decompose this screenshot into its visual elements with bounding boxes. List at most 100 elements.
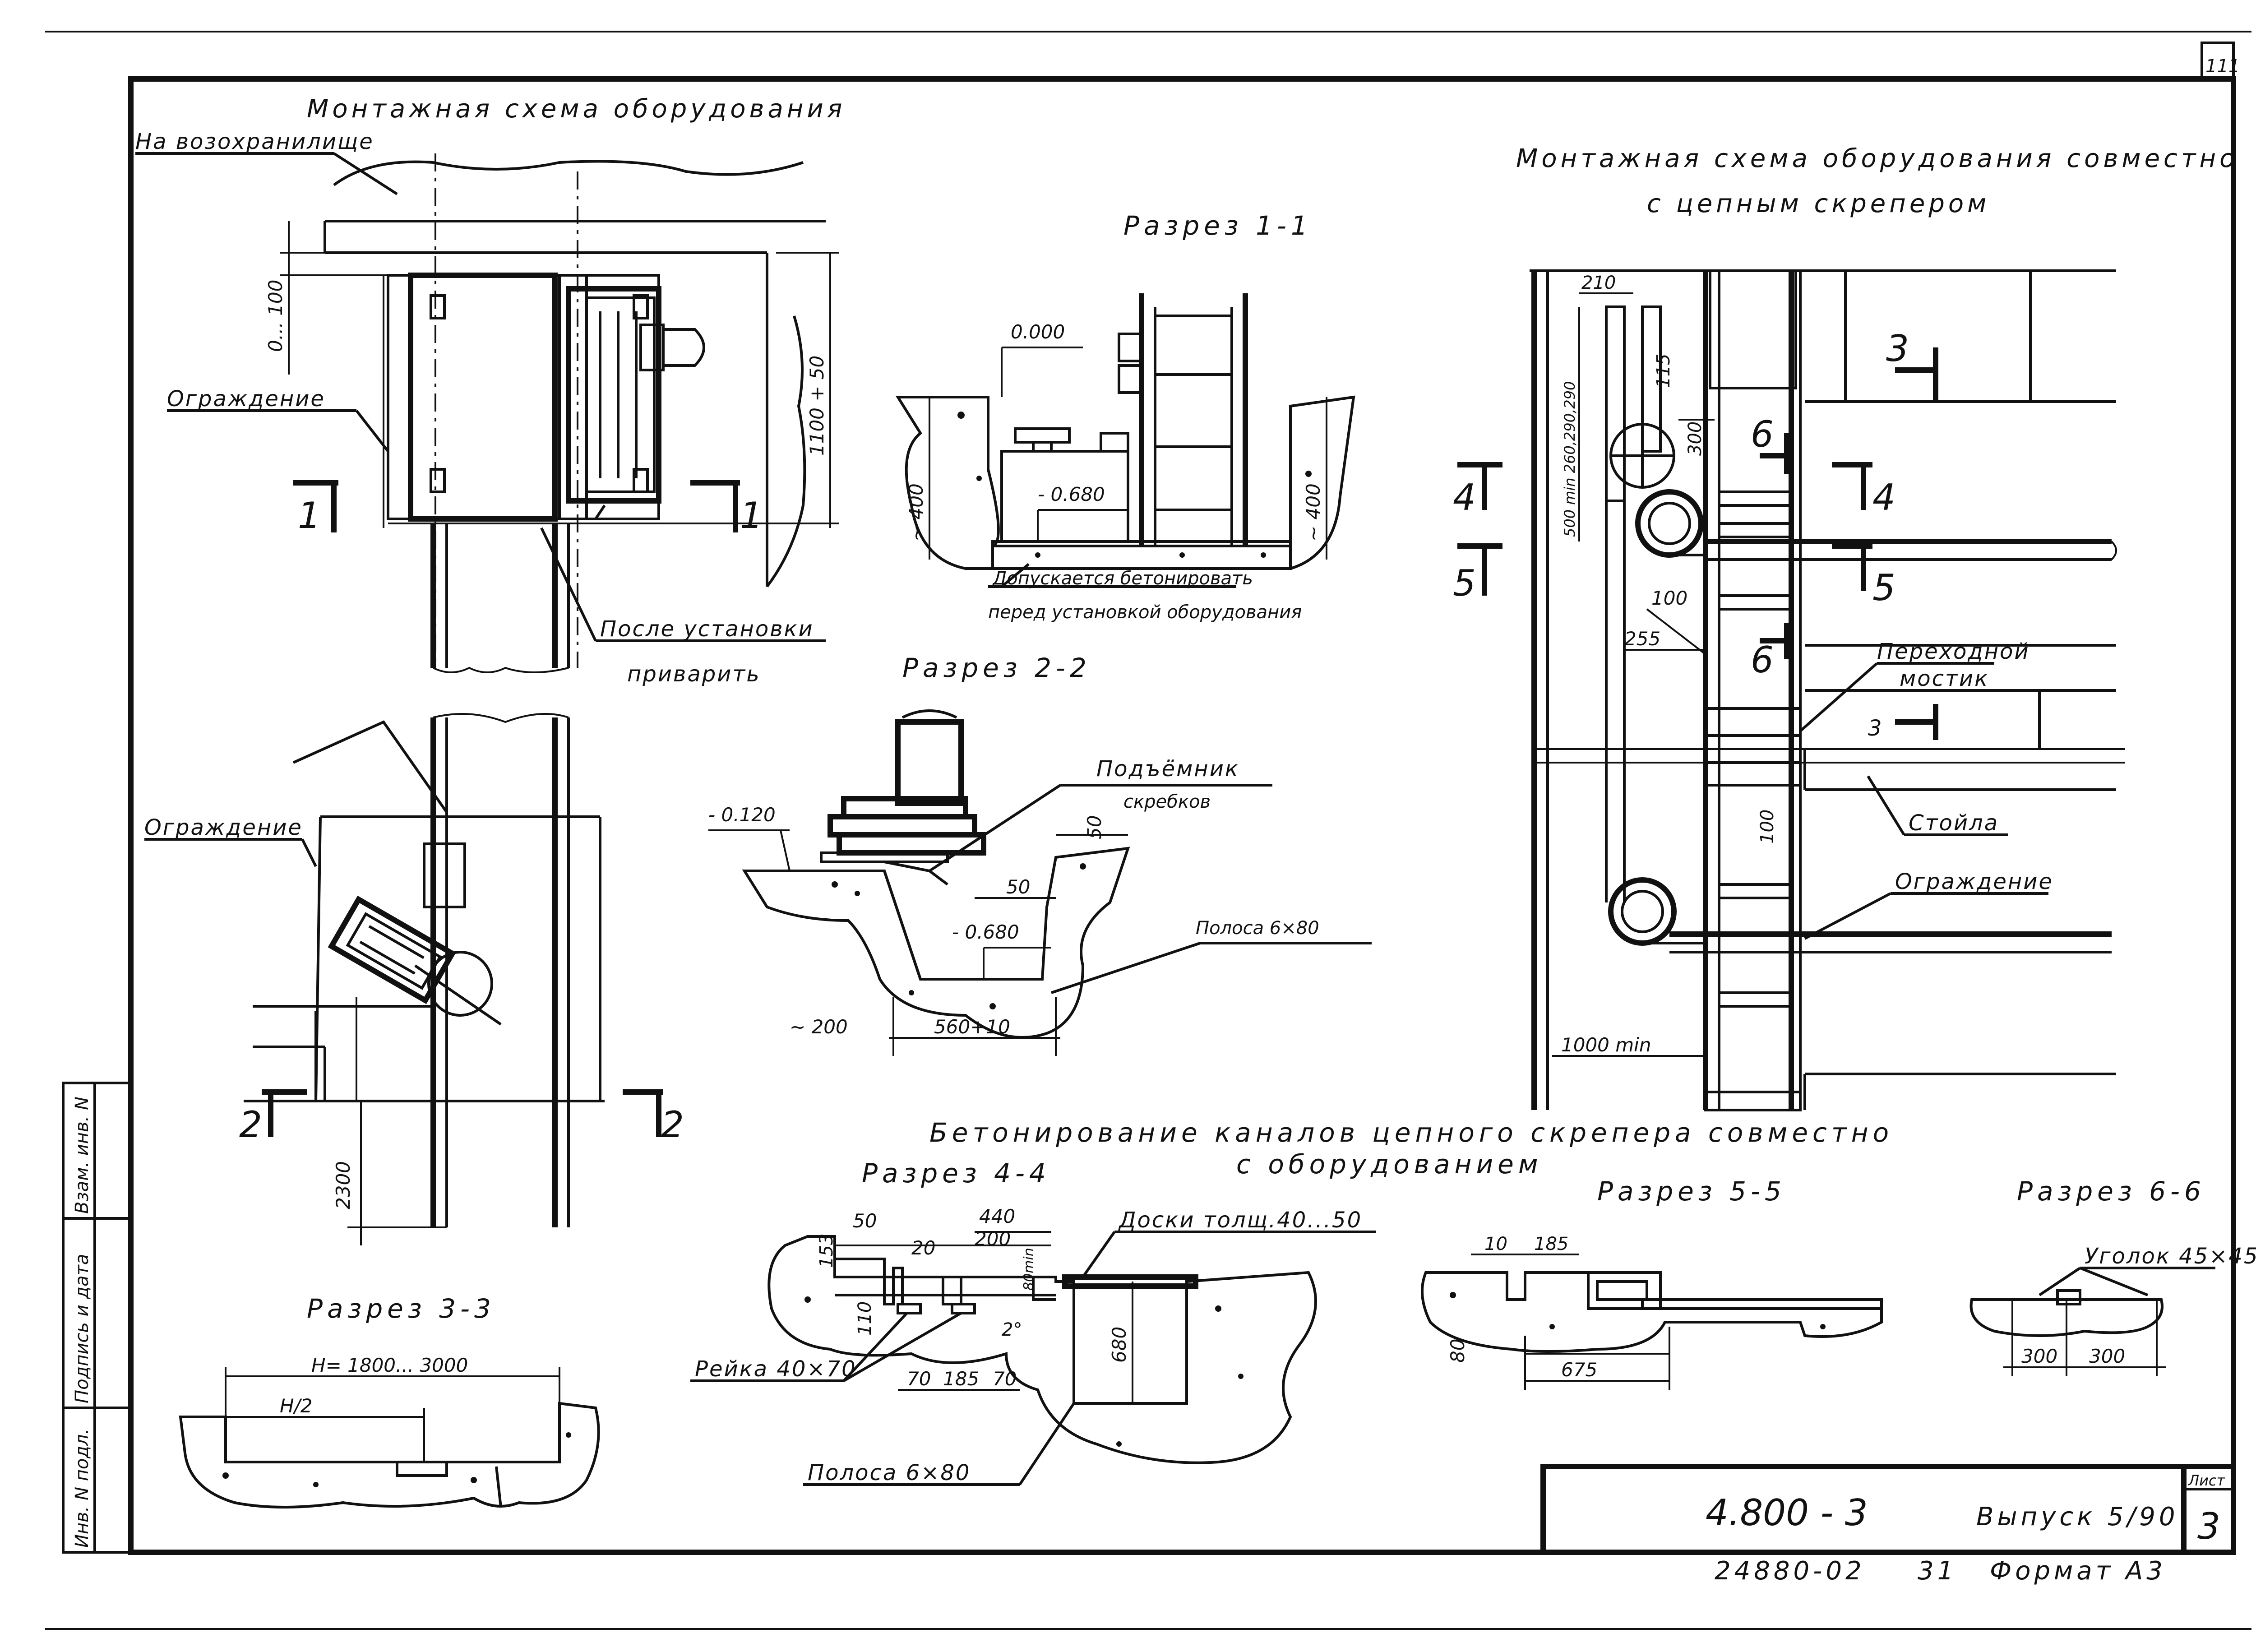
chain-title-1: Монтажная схема оборудования совместно xyxy=(1516,144,2238,173)
angle-label: Уголок 45×45 xyxy=(2085,1244,2256,1269)
dim-400-left: ~ 400 xyxy=(905,483,927,541)
fence-label-3: Ограждение xyxy=(1895,869,2053,894)
stalls-label: Стойла xyxy=(1909,810,1999,836)
dim-680: 680 xyxy=(1108,1327,1130,1363)
dim-115: 115 xyxy=(1653,354,1674,388)
to-storage-label: На возохранилище xyxy=(135,129,374,154)
concrete-allowed-2: перед установкой оборудования xyxy=(988,602,1302,623)
h-half-label: H/2 xyxy=(280,1395,312,1417)
mark-3-top: 3 xyxy=(1886,328,1909,370)
stamp-sheet-number: 3 xyxy=(2197,1505,2220,1547)
section-6-6-title: Разрез 6-6 xyxy=(2017,1176,2205,1207)
inv-number-label: Инв. N подл. xyxy=(72,1429,92,1548)
dim-185-55: 185 xyxy=(1534,1234,1568,1254)
dim-2deg: 2° xyxy=(1002,1319,1022,1340)
chain-scheme: Монтажная схема оборудования совместно с… xyxy=(1453,144,2238,1111)
dim-2300: 2300 xyxy=(332,1161,354,1209)
section-6-6: Разрез 6-6 Уголок 45×45 300 300 xyxy=(1969,1176,2256,1376)
dim-300-a: 300 xyxy=(2021,1345,2057,1367)
section-3-3-title: Разрез 3-3 xyxy=(307,1293,495,1324)
strip-label-2: Полоса 6×80 xyxy=(808,1460,971,1485)
section-3-3: Разрез 3-3 H= 1800... 3000 H/2 xyxy=(179,1293,600,1509)
elev-m0120: - 0.120 xyxy=(708,804,776,826)
dim-100-a: 100 xyxy=(1651,587,1687,609)
strip-label-1: Полоса 6×80 xyxy=(1196,918,1319,939)
left-stamp-column: Инв. N подл. Подпись и дата Взам. инв. N xyxy=(62,1082,132,1554)
dim-440: 440 xyxy=(979,1205,1015,1227)
stamp-code: 4.800 - 3 xyxy=(1706,1492,1868,1534)
scraper-lift-1: Подъёмник xyxy=(1096,756,1239,782)
elev-m0680-2: - 0.680 xyxy=(952,921,1019,943)
section-1-1-title: Разрез 1-1 xyxy=(1123,210,1312,241)
bottom-page: 31 xyxy=(1918,1556,1957,1586)
signature-date-label: Подпись и дата xyxy=(72,1254,92,1403)
mark-1-left: 1 xyxy=(298,495,321,537)
dim-110: 110 xyxy=(855,1301,875,1336)
dim-185: 185 xyxy=(943,1368,979,1390)
elev-0000: 0.000 xyxy=(1011,321,1065,343)
section-1-1: Разрез 1-1 0.000 - 0.680 ~ 400 ~ 400 Доп… xyxy=(895,210,1355,623)
dim-300: 300 xyxy=(1685,421,1706,456)
dim-80-55: 80 xyxy=(1447,1339,1469,1363)
title-block: 4.800 - 3 Выпуск 5/90 Лист 3 24880-02 31… xyxy=(1540,1464,2236,1586)
boards-label: Доски толщ.40...50 xyxy=(1118,1208,1362,1233)
stamp-sheet-label: Лист xyxy=(2188,1472,2225,1489)
mark-5-right: 5 xyxy=(1872,567,1895,609)
sheet-frame: 111 xyxy=(45,31,2251,1630)
chain-title-2: с цепным скрепером xyxy=(1647,189,1990,218)
fence-label-2: Ограждение xyxy=(144,815,303,840)
dim-153: 153 xyxy=(816,1234,837,1268)
stamp-issue: Выпуск 5/90 xyxy=(1976,1502,2179,1532)
after-install-label-2: приварить xyxy=(627,662,761,687)
scraper-lift-2: скребков xyxy=(1123,791,1211,812)
elev-m0680: - 0.680 xyxy=(1038,483,1105,505)
mark-6-bottom: 6 xyxy=(1751,639,1774,681)
dim-70-b: 70 xyxy=(993,1368,1017,1390)
dim-20: 20 xyxy=(911,1237,935,1259)
dim-50-44: 50 xyxy=(853,1210,877,1232)
concreting-title-1: Бетонирование каналов цепного скрепера с… xyxy=(929,1117,1893,1148)
section-2-2: Разрез 2-2 Подъёмник скребков - 0.120 50… xyxy=(708,652,1372,1056)
mark-4-left: 4 xyxy=(1453,477,1476,518)
dim-500min: 500 min 260,290,290 xyxy=(1561,381,1578,537)
dim-255: 255 xyxy=(1624,628,1660,650)
dim-0-100: 0... 100 xyxy=(264,280,287,352)
bottom-format: Формат А3 xyxy=(1990,1556,2166,1586)
replace-inv-label: Взам. инв. N xyxy=(72,1097,92,1214)
dim-80min: 80min xyxy=(1021,1248,1037,1291)
rail-label: Рейка 40×70 xyxy=(695,1356,857,1382)
dim-300-b: 300 xyxy=(2089,1345,2125,1367)
mark-2-left: 2 xyxy=(239,1104,262,1146)
dim-50-mid: 50 xyxy=(1006,876,1030,898)
concrete-allowed-1: Допускается бетонировать xyxy=(992,568,1253,589)
dim-70-a: 70 xyxy=(907,1368,931,1390)
section-5-5: Разрез 5-5 10 185 80 675 xyxy=(1421,1176,1883,1390)
dim-675: 675 xyxy=(1561,1359,1597,1381)
mark-4-right: 4 xyxy=(1872,477,1895,518)
bridge-label-1: Переходной xyxy=(1877,639,2030,664)
h-range-label: H= 1800... 3000 xyxy=(311,1354,468,1376)
corner-number: 111 xyxy=(2205,56,2240,77)
dim-100-b: 100 xyxy=(1757,810,1778,844)
dim-400-right: ~ 400 xyxy=(1302,483,1324,541)
fence-label-1: Ограждение xyxy=(167,386,325,412)
concreting-title: Бетонирование каналов цепного скрепера с… xyxy=(929,1117,1893,1180)
main-scheme-title: Монтажная схема оборудования xyxy=(307,94,846,124)
bottom-code: 24880-02 xyxy=(1715,1556,1865,1586)
section-4-4: Разрез 4-4 153 50 20 440 200 80min 110 2… xyxy=(690,1158,1376,1486)
section-5-5-title: Разрез 5-5 xyxy=(1597,1176,1786,1207)
section-4-4-title: Разрез 4-4 xyxy=(862,1158,1050,1189)
mark-6-top: 6 xyxy=(1751,413,1774,455)
dim-1000min: 1000 min xyxy=(1561,1034,1651,1056)
mark-2-right: 2 xyxy=(661,1104,684,1146)
bridge-label-2: мостик xyxy=(1900,666,1989,691)
dim-1100: 1100 + 50 xyxy=(806,356,828,456)
section-2-2-title: Разрез 2-2 xyxy=(902,652,1091,683)
dim-200-44: 200 xyxy=(975,1228,1011,1250)
mark-5-left: 5 xyxy=(1453,562,1476,604)
concreting-title-2: с оборудованием xyxy=(1236,1149,1543,1180)
dim-10: 10 xyxy=(1484,1234,1507,1254)
dim-200: ~ 200 xyxy=(790,1016,848,1038)
main-scheme: Монтажная схема оборудования На возохран… xyxy=(135,94,846,1245)
